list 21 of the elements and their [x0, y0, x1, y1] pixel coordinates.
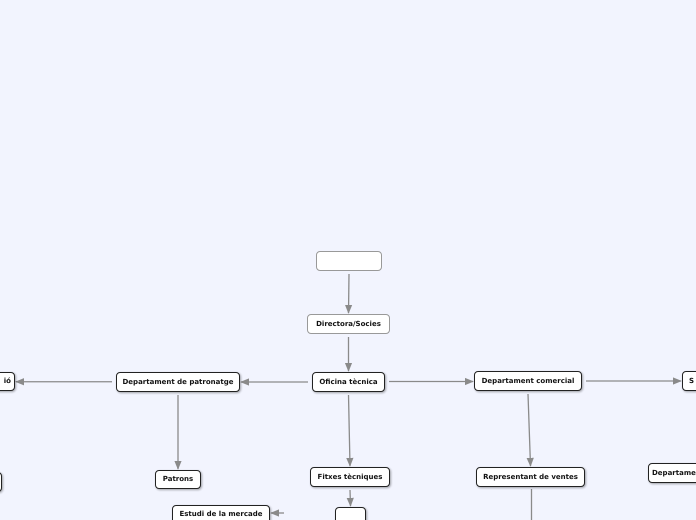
process-box [116, 372, 240, 392]
process-box [0, 372, 15, 391]
arrow [526, 394, 534, 467]
arrow [389, 378, 474, 386]
arrow [346, 490, 354, 507]
process-box [155, 470, 201, 489]
arrow [344, 337, 352, 372]
process-box [310, 467, 390, 487]
arrow [174, 395, 182, 470]
process-box [307, 314, 390, 334]
arrow [270, 509, 284, 517]
arrow [344, 274, 352, 314]
empty-box [316, 251, 382, 271]
process-box [172, 505, 270, 520]
arrow [586, 377, 682, 385]
arrow [346, 394, 354, 467]
process-box [474, 371, 582, 391]
arrow [15, 378, 112, 386]
arrow [240, 378, 308, 386]
process-box [312, 372, 385, 392]
process-box [476, 467, 585, 487]
